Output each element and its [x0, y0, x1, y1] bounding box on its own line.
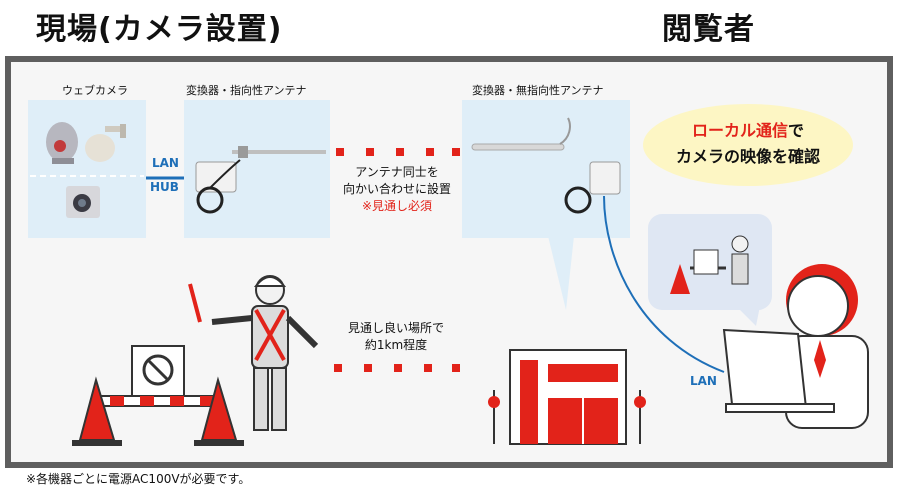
- bubble-suffix: で: [788, 121, 805, 140]
- bubble-line2: カメラの映像を確認: [675, 147, 820, 166]
- range-note: 見通し良い場所で 約1km程度: [340, 320, 452, 354]
- power-footnote: ※各機器ごとに電源AC100Vが必要です。: [26, 472, 251, 486]
- antenna-note-line3: ※見通し必須: [361, 199, 433, 213]
- local-comm-bubble: ローカル通信で カメラの映像を確認: [643, 104, 853, 186]
- viewer-person-illustration: [722, 264, 869, 429]
- box-camera-icon: [66, 186, 100, 218]
- omni-antenna-label: 変換器・無指向性アンテナ: [472, 84, 604, 97]
- lan-label: LAN: [152, 156, 179, 170]
- range-note-line1: 見通し良い場所で: [347, 321, 444, 335]
- traffic-worker-illustration: [188, 275, 319, 431]
- range-note-line2: 約1km程度: [364, 338, 428, 352]
- viewer-heading: 閲覧者: [662, 12, 755, 47]
- omni-antenna-icon: [471, 117, 621, 214]
- dome-camera-icon: [46, 122, 78, 164]
- directional-antenna-icon: [195, 146, 326, 214]
- antenna-note-line2: 向かい合わせに設置: [342, 182, 451, 196]
- wireless-link-top: [336, 148, 460, 156]
- antenna-note-line1: アンテナ同士を: [355, 165, 439, 179]
- wireless-link-bottom: [334, 364, 460, 372]
- lan-label-bottom: LAN: [690, 374, 717, 388]
- barrier-illustration: [72, 345, 244, 446]
- building-illustration: [488, 349, 646, 445]
- bubble-highlight: ローカル通信: [691, 121, 788, 140]
- webcam-label: ウェブカメラ: [62, 84, 128, 97]
- panel-callout-tail: [548, 236, 574, 310]
- antenna-note: アンテナ同士を 向かい合わせに設置 ※見通し必須: [334, 164, 460, 215]
- bracket-camera-icon: [85, 124, 126, 162]
- lan-cable: [603, 195, 725, 373]
- site-heading: 現場(カメラ設置): [36, 12, 283, 47]
- directional-antenna-label: 変換器・指向性アンテナ: [186, 84, 307, 97]
- bubble-line1: ローカル通信で: [643, 118, 853, 144]
- viewer-thought-bubble: [648, 214, 772, 326]
- hub-label: HUB: [150, 180, 179, 194]
